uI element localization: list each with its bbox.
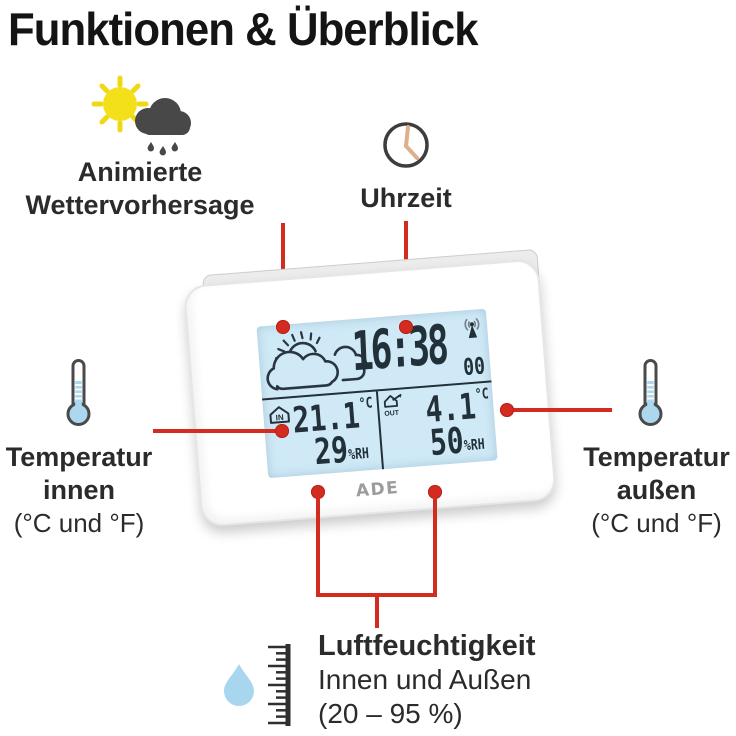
outdoor-humidity: 50%RH: [428, 420, 486, 465]
callout-dot: [399, 320, 413, 334]
temp-inside-label: Temperatur innen (°C und °F): [5, 442, 153, 538]
outdoor-zone-label: OUT: [384, 410, 400, 418]
callout-line: [507, 408, 612, 412]
lcd-lower-section: IN 21.1°C 29%RH OUT 4.1°C 50%RH: [262, 380, 498, 479]
outdoor-house-icon: OUT: [383, 393, 402, 418]
sun-rain-cloud-icon: [91, 75, 191, 156]
forecast-label: Animierte Wettervorhersage: [25, 157, 255, 220]
indoor-zone-label: IN: [275, 413, 284, 423]
outdoor-cell: OUT 4.1°C 50%RH: [378, 382, 498, 469]
sun-behind-clouds-icon: [266, 331, 368, 391]
callout-line: [375, 595, 379, 628]
clock-label: Uhrzeit: [360, 183, 452, 213]
clock-icon: [383, 122, 429, 168]
weather-station: 16:38 00 IN 21.1°C 29%RH: [183, 258, 557, 528]
humidity-label: Luftfeuchtigkeit Innen und Außen (20 – 9…: [318, 630, 536, 729]
callout-dot: [276, 320, 290, 334]
brand-logo: ADE: [355, 478, 401, 502]
thermometer-icon: [66, 359, 91, 426]
seconds-readout: 00: [462, 351, 486, 381]
water-drop-icon: [224, 664, 254, 706]
indoor-house-icon: IN: [269, 406, 290, 424]
indoor-cell: IN 21.1°C 29%RH: [262, 391, 385, 479]
callout-line: [153, 429, 282, 433]
callout-line: [433, 492, 437, 595]
callout-dot: [500, 403, 514, 417]
radio-signal-icon: [464, 317, 480, 339]
ruler-icon: [268, 644, 291, 726]
thermometer-icon: [638, 359, 663, 426]
callout-dot: [275, 424, 289, 438]
callout-line: [316, 492, 320, 595]
temp-outside-label: Temperatur außen (°C und °F): [583, 442, 730, 538]
indoor-humidity: 29%RH: [312, 429, 370, 474]
page-title: Funktionen & Überblick: [8, 3, 479, 55]
lcd-display: 16:38 00 IN 21.1°C 29%RH: [256, 308, 498, 479]
